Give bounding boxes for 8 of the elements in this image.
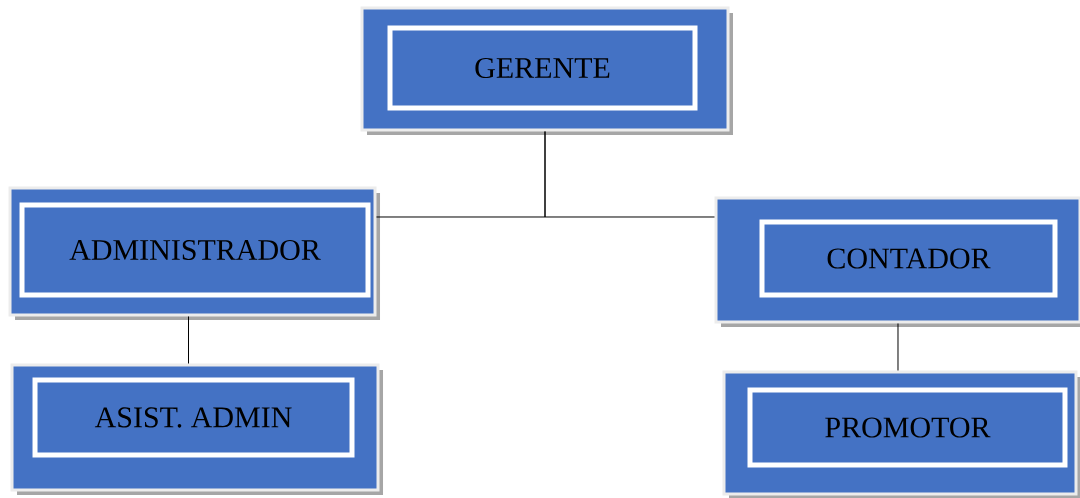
org-box: PROMOTOR [722, 370, 1080, 498]
connector-line [188, 316, 189, 364]
org-box: ADMINISTRADOR [8, 186, 380, 320]
connector-line [544, 131, 715, 218]
org-box: GERENTE [360, 6, 733, 135]
connector-line [897, 323, 899, 371]
org-box: ASIST. ADMIN [10, 363, 383, 495]
org-box: CONTADOR [714, 196, 1080, 327]
